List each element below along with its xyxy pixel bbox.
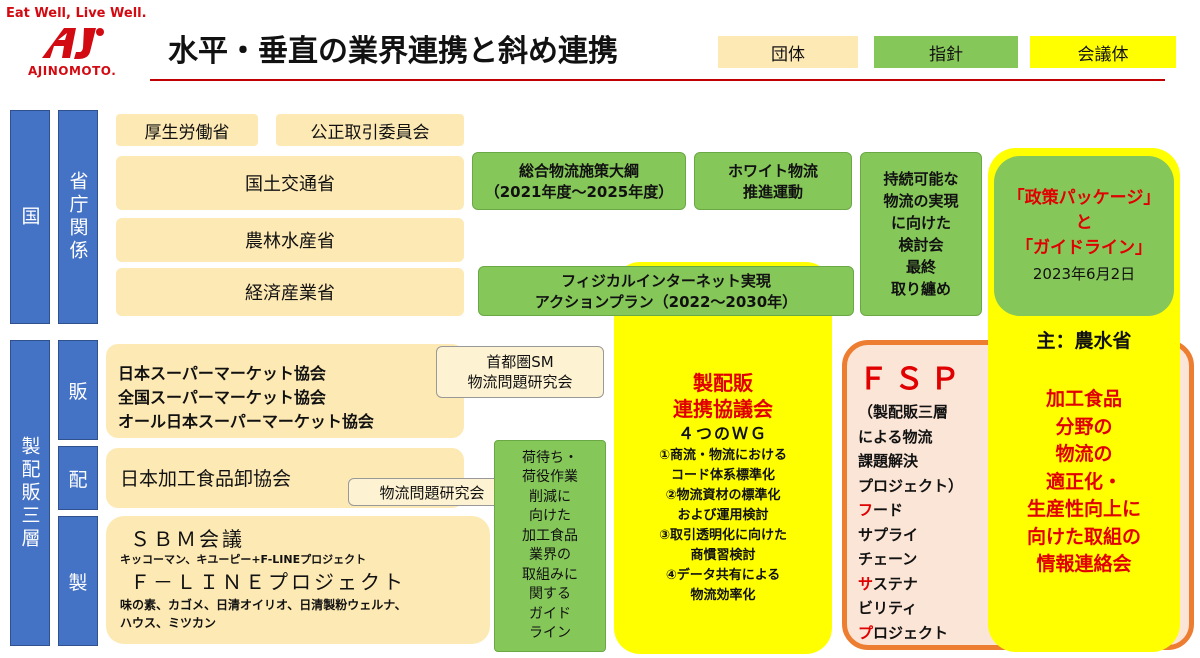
mfr-box: ＳＢＭ会議 キッコーマン、キユーピー+F-LINEプロジェクト Ｆ－ＬＩＮＥプロ… <box>106 516 490 644</box>
legend-guideline: 指針 <box>874 36 1018 68</box>
fsp-word-project: プロジェクト <box>858 623 949 642</box>
policy-lead: 主：農水省 <box>1036 330 1132 352</box>
guideline-sogo: 総合物流施策大綱（2021年度～2025年度） <box>472 152 686 210</box>
fsp-word-supply: サプライ <box>858 525 919 544</box>
brand-name: AJINOMOTO. <box>28 64 117 78</box>
fsp-word-sustena: サステナ <box>858 574 918 593</box>
retail-associations: 日本スーパーマーケット協会全国スーパーマーケット協会オール日本スーパーマーケット… <box>106 344 464 438</box>
page-title: 水平・垂直の業界連携と斜め連携 <box>168 34 618 69</box>
guideline-niyaku: 荷待ち・荷役作業 削減に向けた 加工食品業界の 取組みに関する ガイドライン <box>494 440 606 652</box>
side-ministry: 省庁関係 <box>58 110 98 324</box>
ministry-mhlw: 厚生労働省 <box>116 114 258 146</box>
side-sanpai: 製配販三層 <box>10 340 50 646</box>
fsp-word-food: フード <box>858 501 904 519</box>
side-han: 販 <box>58 340 98 440</box>
fsp-title: ＦＳＰ <box>858 362 966 397</box>
side-kuni: 国 <box>10 110 50 324</box>
legend-council: 会議体 <box>1030 36 1176 68</box>
policy-package: 「政策パッケージ」 と 「ガイドライン」 2023年6月2日 <box>994 156 1174 316</box>
guideline-pi: フィジカルインターネット実現アクションプラン（2022～2030年） <box>478 266 854 316</box>
ministry-maff: 農林水産省 <box>116 218 464 262</box>
ministry-mlit: 国土交通省 <box>116 156 464 210</box>
ministry-jftc: 公正取引委員会 <box>276 114 464 146</box>
side-sei: 製 <box>58 516 98 646</box>
ajinomoto-logo-icon <box>36 24 120 62</box>
title-underline <box>150 79 1165 81</box>
fsp-word-chain: チェーン <box>858 550 918 568</box>
dist-study: 物流問題研究会 <box>348 478 516 506</box>
fsp-content: （製配販三層による物流 課題解決プロジェクト） フード サプライ チェーン サス… <box>858 400 998 645</box>
policy-info: 加工食品分野の 物流の適正化・ 生産性向上に向けた取組の 情報連絡会 <box>1026 388 1141 575</box>
fsp-word-bility: ビリティ <box>858 599 918 617</box>
council-seihaihan <box>614 262 832 654</box>
brand-tagline: Eat Well, Live Well. <box>6 6 147 21</box>
side-hai: 配 <box>58 446 98 510</box>
legend-org: 団体 <box>718 36 858 68</box>
guideline-jizoku: 持続可能な物流の実現 に向けた検討会 最終取り纏め <box>860 152 982 316</box>
ministry-meti: 経済産業省 <box>116 268 464 316</box>
guideline-white: ホワイト物流推進運動 <box>694 152 852 210</box>
council-content: 製配販 連携協議会 ４つのＷＧ ①商流・物流における コード体系標準化 ②物流資… <box>658 371 787 603</box>
